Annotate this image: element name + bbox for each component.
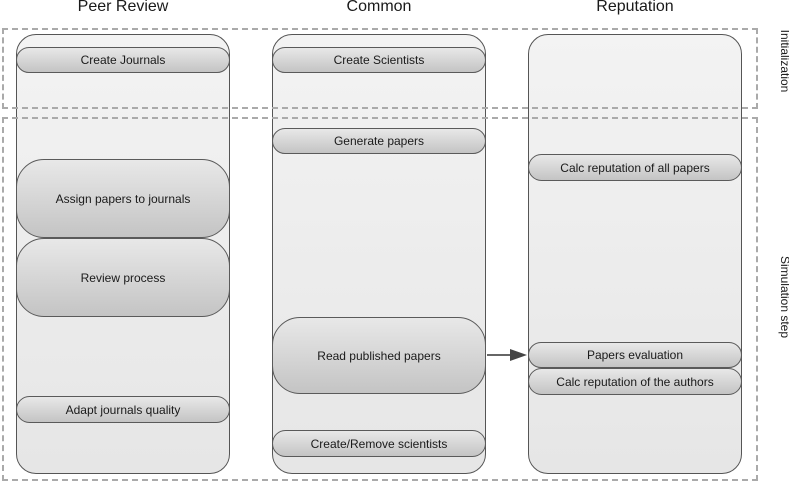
assign-papers-box: Assign papers to journals (16, 159, 230, 238)
column-header-common: Common (346, 0, 412, 15)
papers-evaluation-box: Papers evaluation (528, 342, 742, 368)
column-header-peer-review: Peer Review (77, 0, 169, 15)
initialization-zone (2, 28, 758, 109)
create-remove-box: Create/Remove scientists (272, 430, 486, 457)
adapt-quality-box: Adapt journals quality (16, 396, 230, 423)
review-process-box: Review process (16, 238, 230, 317)
simulation-step-zone (2, 117, 758, 481)
create-scientists-box: Create Scientists (272, 47, 486, 73)
create-journals-box: Create Journals (16, 47, 230, 73)
calc-all-papers-box: Calc reputation of all papers (528, 154, 742, 181)
calc-authors-box: Calc reputation of the authors (528, 368, 742, 395)
column-header-reputation: Reputation (596, 0, 674, 15)
read-papers-box: Read published papers (272, 317, 486, 394)
generate-papers-box: Generate papers (272, 128, 486, 154)
